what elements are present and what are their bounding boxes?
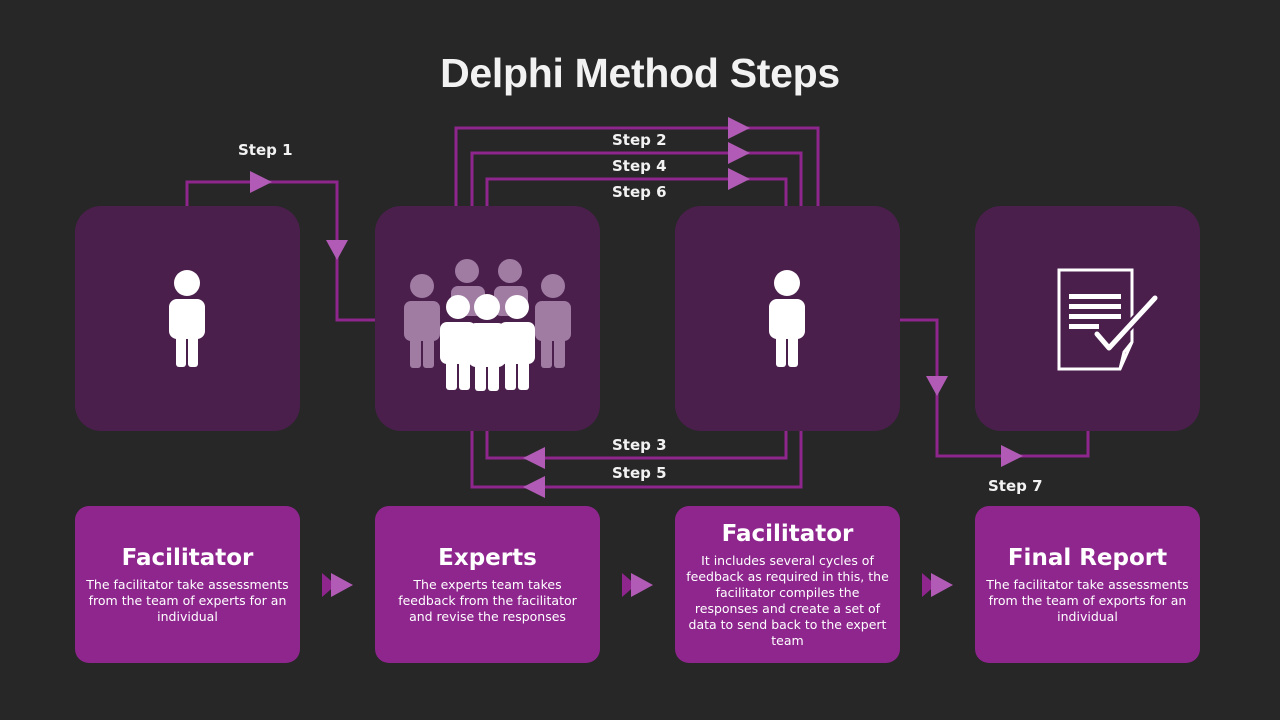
card-description: The facilitator take assessments from th… [986,576,1189,624]
connector-step-6 [485,177,788,206]
step-1-label: Step 1 [238,141,293,159]
step-7-label: Step 7 [988,477,1043,495]
facilitator-card: Facilitator The facilitator take assessm… [75,506,300,663]
arrowhead-step-6 [728,168,750,190]
arrowhead-step-4 [728,142,750,164]
person-icon [769,270,805,367]
report-checkmark-icon [1057,268,1160,371]
facilitator-icon-box [75,206,300,431]
connector-step-7 [900,318,1090,458]
double-chevron-icon [622,573,653,597]
arrowhead-step-7-down [926,376,948,396]
final-report-card: Final Report The facilitator take assess… [975,506,1200,663]
connector-step-1 [185,180,376,322]
connector-step-4 [470,151,803,206]
experts-card: Experts The experts team takes feedback … [375,506,600,663]
arrowhead-step-1 [250,171,272,193]
arrowhead-step-1-down [326,240,348,260]
page-title: Delphi Method Steps [440,50,840,96]
arrowhead-step-7 [1001,445,1023,467]
connector-step-2 [454,126,820,206]
double-chevron-icon [922,573,953,597]
card-title: Experts [438,544,537,571]
connector-step-5 [470,431,803,489]
arrowhead-step-5 [523,476,545,498]
facilitator-2-icon-box [675,206,900,431]
double-chevron-icon [322,573,353,597]
card-description: The facilitator take assessments from th… [86,576,289,624]
step-5-label: Step 5 [612,464,667,482]
arrowhead-step-2 [728,117,750,139]
card-description: It includes several cycles of feedback a… [686,552,889,648]
step-6-label: Step 6 [612,183,667,201]
facilitator-2-card: Facilitator It includes several cycles o… [675,506,900,663]
card-title: Facilitator [721,520,854,547]
experts-icon-box [375,206,600,431]
card-title: Facilitator [121,544,254,571]
card-description: The experts team takes feedback from the… [398,576,577,624]
connector-step-3 [485,431,788,460]
step-2-label: Step 2 [612,131,667,149]
person-icon [169,270,205,367]
card-title: Final Report [1007,544,1168,571]
step-4-label: Step 4 [612,157,667,175]
arrowhead-step-3 [523,447,545,469]
final-report-icon-box [975,206,1200,431]
step-3-label: Step 3 [612,436,667,454]
group-of-experts-icon [404,259,571,391]
